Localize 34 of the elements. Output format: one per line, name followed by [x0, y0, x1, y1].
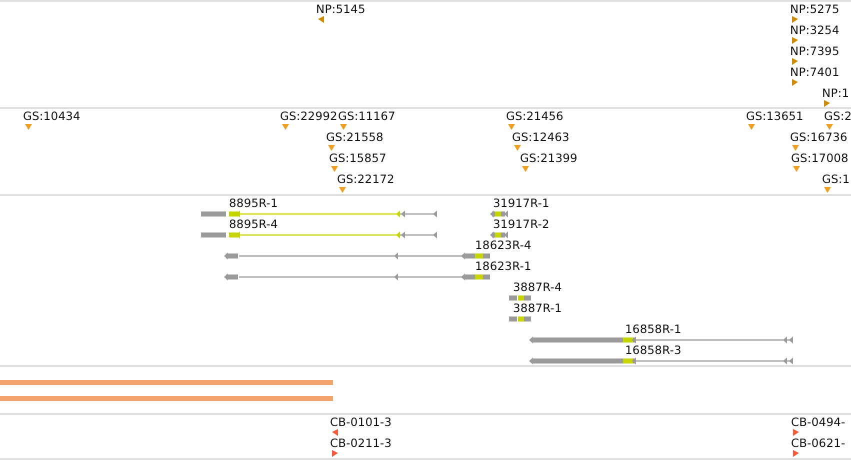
feature-label: GS:22172: [337, 173, 394, 186]
feature-label: GS:10434: [23, 110, 80, 123]
transcript-label: 8895R-4: [229, 218, 278, 231]
feature-label: GS:21399: [520, 152, 578, 165]
transcript-label: 18623R-4: [475, 239, 532, 252]
feature-label: CB-0494-: [791, 416, 846, 429]
feature-label: CB-0621-: [791, 437, 846, 450]
feature-label: GS:15857: [329, 152, 386, 165]
feature-label: GS:21456: [506, 110, 564, 123]
feature-label: GS:1: [822, 173, 850, 186]
feature-label: NP:5275: [790, 3, 840, 16]
feature-label: NP:5145: [316, 3, 366, 16]
feature-label: NP:7395: [790, 45, 840, 58]
feature-label: GS:2: [824, 110, 851, 123]
feature-label: NP:3254: [790, 24, 840, 37]
feature-label: NP:7401: [790, 66, 840, 79]
transcript-label: 31917R-2: [493, 218, 550, 231]
transcript-label: 16858R-3: [625, 344, 682, 357]
feature-label: GS:11167: [338, 110, 396, 123]
feature-label: GS:21558: [326, 131, 384, 144]
feature-label: GS:12463: [512, 131, 570, 144]
feature-label: GS:17008: [791, 152, 848, 165]
feature-label: GS:13651: [746, 110, 804, 123]
transcript-label: 3887R-1: [513, 302, 562, 315]
transcript-label: 3887R-4: [513, 281, 562, 294]
feature-label: CB-0101-3: [330, 416, 392, 429]
feature-label: NP:1: [822, 87, 850, 100]
transcript-label: 31917R-1: [493, 197, 550, 210]
transcript-label: 8895R-1: [229, 197, 278, 210]
feature-label: CB-0211-3: [330, 437, 392, 450]
transcript-label: 18623R-1: [475, 260, 532, 273]
transcript-label: 16858R-1: [625, 323, 682, 336]
feature-label: GS:16736: [790, 131, 848, 144]
feature-label: GS:22992: [280, 110, 338, 123]
